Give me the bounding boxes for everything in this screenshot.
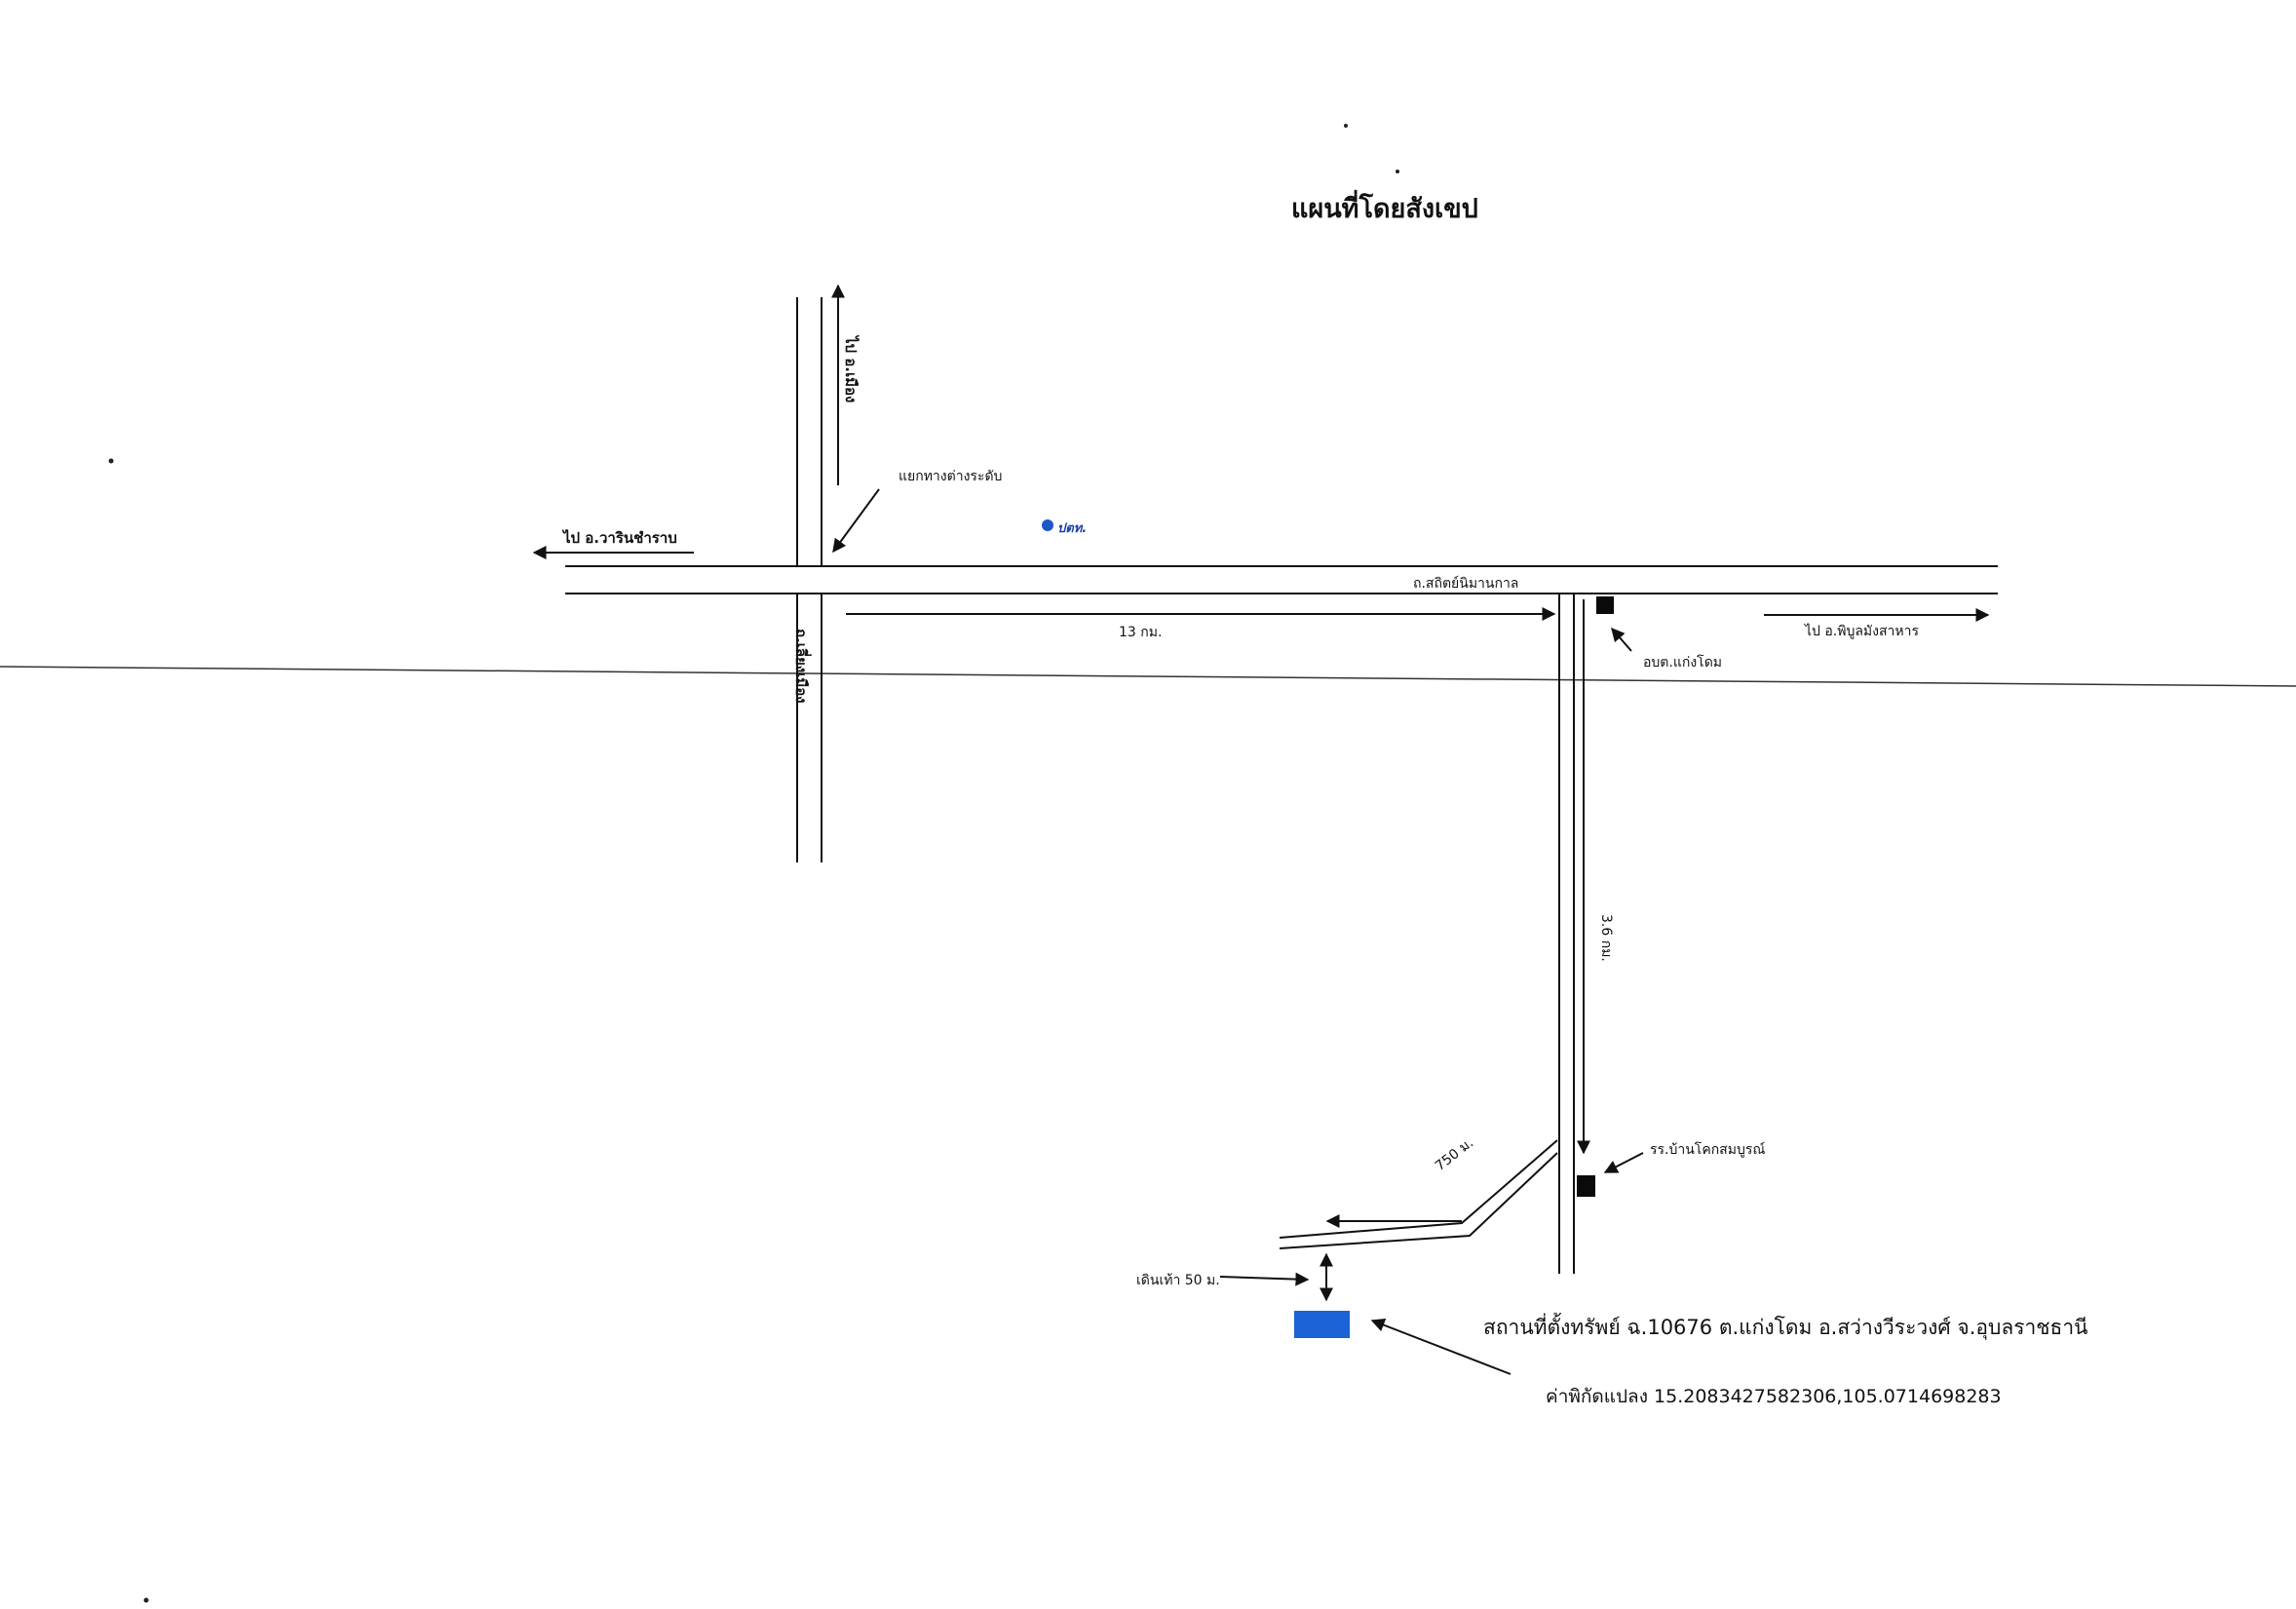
coordinates-text: ค่าพิกัดแปลง 15.2083427582306,105.071469… (1546, 1386, 2002, 1407)
label-bypass-road: ถ.เลี่ยงเมือง (792, 629, 810, 704)
label-school: รร.บ้านโคกสมบูรณ์ (1650, 1142, 1766, 1158)
fold-line (0, 666, 2296, 687)
school-marker (1577, 1175, 1595, 1197)
obt-marker (1596, 596, 1614, 614)
map-title: แผนที่โดยสังเขป (1291, 194, 1478, 224)
branch-road (1279, 1139, 1558, 1249)
property-location-text: สถานที่ตั้งทรัพย์ ฉ.10676 ต.แก่งโดม อ.สว… (1483, 1316, 2088, 1339)
label-ptt: ปตท. (1057, 521, 1088, 536)
label-to-warin: ไป อ.วารินชำราบ (563, 529, 677, 547)
label-obt-kaengdom: อบต.แก่งโดม (1643, 655, 1723, 670)
label-walk-50m: เดินเท้า 50 ม. (1136, 1273, 1220, 1288)
ptt-logo-icon (1042, 519, 1053, 531)
label-to-phibun: ไป อ.พิบูลมังสาหาร (1805, 624, 1920, 639)
side-road-south (1558, 594, 1575, 1274)
label-distance-3-6km: 3.6 กม. (1598, 914, 1614, 962)
label-interchange: แยกทางต่างระดับ (899, 469, 1003, 484)
property-location-marker (1294, 1311, 1350, 1338)
label-main-road: ถ.สถิตย์นิมานกาล (1413, 576, 1519, 592)
bypass-road (796, 297, 823, 862)
main-road (565, 565, 1998, 594)
label-to-muang: ไป อ.เมือง (842, 336, 860, 403)
arrows (532, 284, 1990, 1375)
label-distance-13km: 13 กม. (1119, 625, 1163, 640)
